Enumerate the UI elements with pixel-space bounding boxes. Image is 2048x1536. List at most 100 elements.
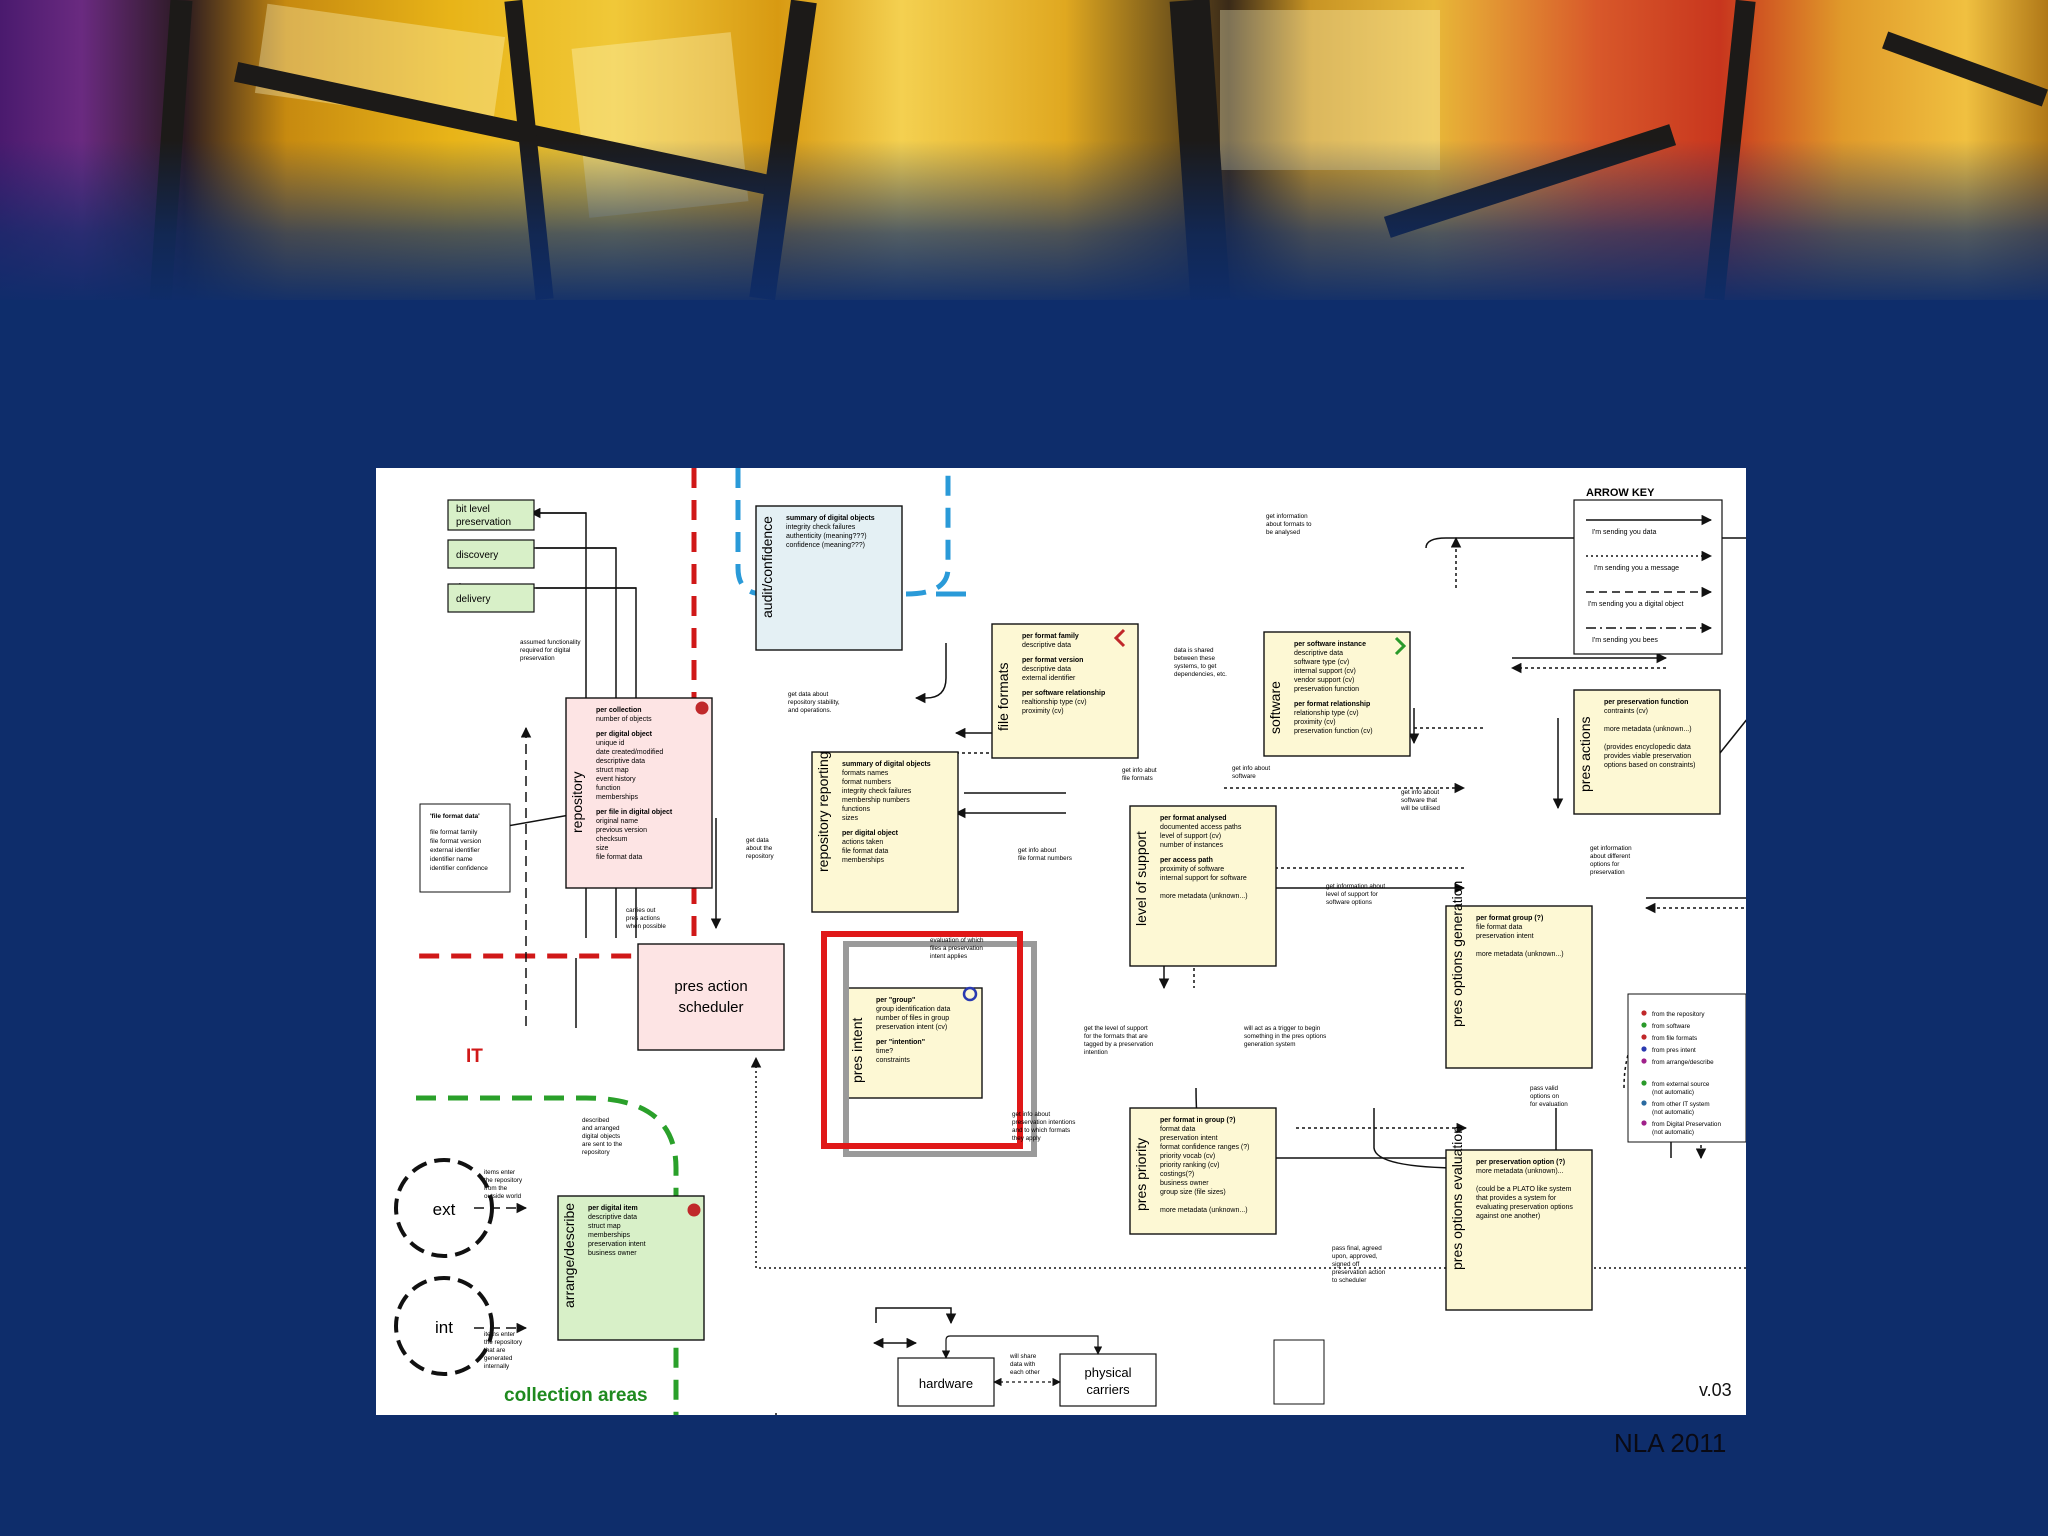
arrow-key-bees: I'm sending you bees <box>1592 637 1658 644</box>
pres-intent-title: pres intent <box>849 1018 865 1083</box>
note-get-data-repository: get data <box>746 837 769 844</box>
audit-title: audit/confidence <box>759 516 775 618</box>
box-line: preservation intent <box>1160 1135 1218 1142</box>
focus-highlight-red <box>821 931 1023 1149</box>
legend-item: from file formats <box>1652 1035 1697 1042</box>
box-line: (provides encyclopedic data <box>1604 744 1691 751</box>
box-line: number of files in group <box>876 1015 949 1022</box>
box-line: date created/modified <box>596 749 663 756</box>
service-box-1: discovery <box>447 539 535 569</box>
note-get-info-level-support: software options <box>1326 899 1372 906</box>
box-line: business owner <box>1160 1180 1209 1187</box>
box-line: descriptive data <box>1022 642 1071 649</box>
note-get-info-formats: be analysed <box>1266 529 1300 536</box>
legend-item: from other IT system <box>1652 1101 1710 1108</box>
box-line: level of support (cv) <box>1160 833 1221 840</box>
box-section-head: per "group" <box>876 997 915 1004</box>
legend-item: (not automatic) <box>1652 1129 1694 1136</box>
box-line: integrity check failures <box>842 788 912 795</box>
share-note: each other <box>1010 1369 1040 1376</box>
note-get-info-file-format-numbers: file format numbers <box>1018 855 1072 862</box>
note-get-info-software-utilised: get info about <box>1401 789 1439 796</box>
box-line: preservation intent <box>588 1241 646 1248</box>
note-described-arranged: and arranged <box>582 1125 620 1132</box>
box-line: file format data <box>1476 924 1522 931</box>
note-items-outside: from the <box>484 1185 508 1192</box>
box-line: priority vocab (cv) <box>1160 1153 1215 1160</box>
arrow-key: ARROW KEY I'm sending you data I'm sendi… <box>1573 487 1723 655</box>
box-line: checksum <box>596 836 628 843</box>
note-described-arranged: digital objects <box>582 1133 620 1140</box>
note-items-internal: that are <box>484 1347 506 1354</box>
note-shared-data: systems, to get <box>1174 663 1217 670</box>
note-evaluation-of-which: evaluation of which <box>930 937 984 944</box>
note-pass-final: upon, approved, <box>1332 1253 1378 1260</box>
box-section-head: per format relationship <box>1294 701 1370 708</box>
hardware-group: hardware physical carriers <box>897 1335 1325 1407</box>
box-line: internal support for software <box>1160 875 1247 882</box>
software-source-marker <box>1394 636 1407 656</box>
note-audit-data: repository stability, <box>788 699 840 706</box>
note-get-info-software-utilised: software that <box>1401 797 1437 804</box>
box-section-head: summary of digital objects <box>842 761 931 768</box>
pres-intent-source-marker <box>962 986 978 1002</box>
box-line: documented access paths <box>1160 824 1242 831</box>
box-line: external identifier <box>1022 675 1076 682</box>
note-items-outside: outside world <box>484 1193 522 1200</box>
note-get-level-support: for the formats that are <box>1084 1033 1148 1040</box>
box-line: proximity (cv) <box>1022 708 1064 715</box>
box-line: actions taken <box>842 839 883 846</box>
box-line: sizes <box>842 815 858 822</box>
box-line: proximity of software <box>1160 866 1224 873</box>
hardware-label: hardware <box>919 1376 973 1391</box>
box-line: integrity check failures <box>786 524 856 531</box>
box-line: original name <box>596 818 638 825</box>
note-trigger: will act as a trigger to begin <box>1243 1025 1321 1032</box>
box-line: formats names <box>842 770 889 777</box>
box-section-head: per software relationship <box>1022 690 1105 697</box>
note-pass-final: signed off <box>1332 1261 1359 1268</box>
note-get-data-repository: repository <box>746 853 774 860</box>
physical-carriers-box <box>1059 1353 1157 1407</box>
box-section-head: summary of digital objects <box>786 515 875 522</box>
note-get-info-formats: about formats to <box>1266 521 1312 528</box>
box-line: time? <box>876 1048 893 1055</box>
box-line: previous version <box>596 827 647 834</box>
note-get-info-file-format-numbers: get info about <box>1018 847 1056 854</box>
box-section-head: per format family <box>1022 633 1079 640</box>
box-line: unique id <box>596 740 625 747</box>
note-pres-intentions: preservation intentions <box>1012 1119 1075 1126</box>
note-get-level-support: get the level of support <box>1084 1025 1148 1032</box>
box-line: evaluating preservation options <box>1476 1204 1573 1211</box>
note-pres-intentions: and to which formats <box>1012 1127 1070 1134</box>
note-pass-final: to scheduler <box>1332 1277 1366 1284</box>
note-evaluation-of-which: intent applies <box>930 953 967 960</box>
note-items-internal: the repository <box>484 1339 523 1346</box>
legend-item: from external source <box>1652 1081 1710 1088</box>
file-formats-source-marker <box>1113 628 1126 648</box>
box-line: proximity (cv) <box>1294 719 1336 726</box>
file-format-data-note: 'file format data'file format familyfile… <box>419 803 511 893</box>
box-line: memberships <box>842 857 885 864</box>
box-line: descriptive data <box>588 1214 637 1221</box>
note-trigger: something in the pres options <box>1244 1033 1326 1040</box>
note-get-info-different-options: about different <box>1590 853 1630 860</box>
box-line: software type (cv) <box>1294 659 1349 666</box>
box-line: constraints <box>876 1057 910 1064</box>
box-line: realtionship type (cv) <box>1022 699 1087 706</box>
arrange-describe-source-marker <box>687 1203 701 1217</box>
box-line: relationship type (cv) <box>1294 710 1359 717</box>
functionality-note: preservation <box>520 655 555 662</box>
note-pass-final: pass final, agreed <box>1332 1245 1382 1252</box>
repository-source-marker <box>695 701 709 715</box>
box-line: priority ranking (cv) <box>1160 1162 1220 1169</box>
service-label: bit level <box>456 504 490 515</box>
legend-item: from software <box>1652 1023 1691 1030</box>
box-line: format confidence ranges (?) <box>1160 1144 1250 1151</box>
